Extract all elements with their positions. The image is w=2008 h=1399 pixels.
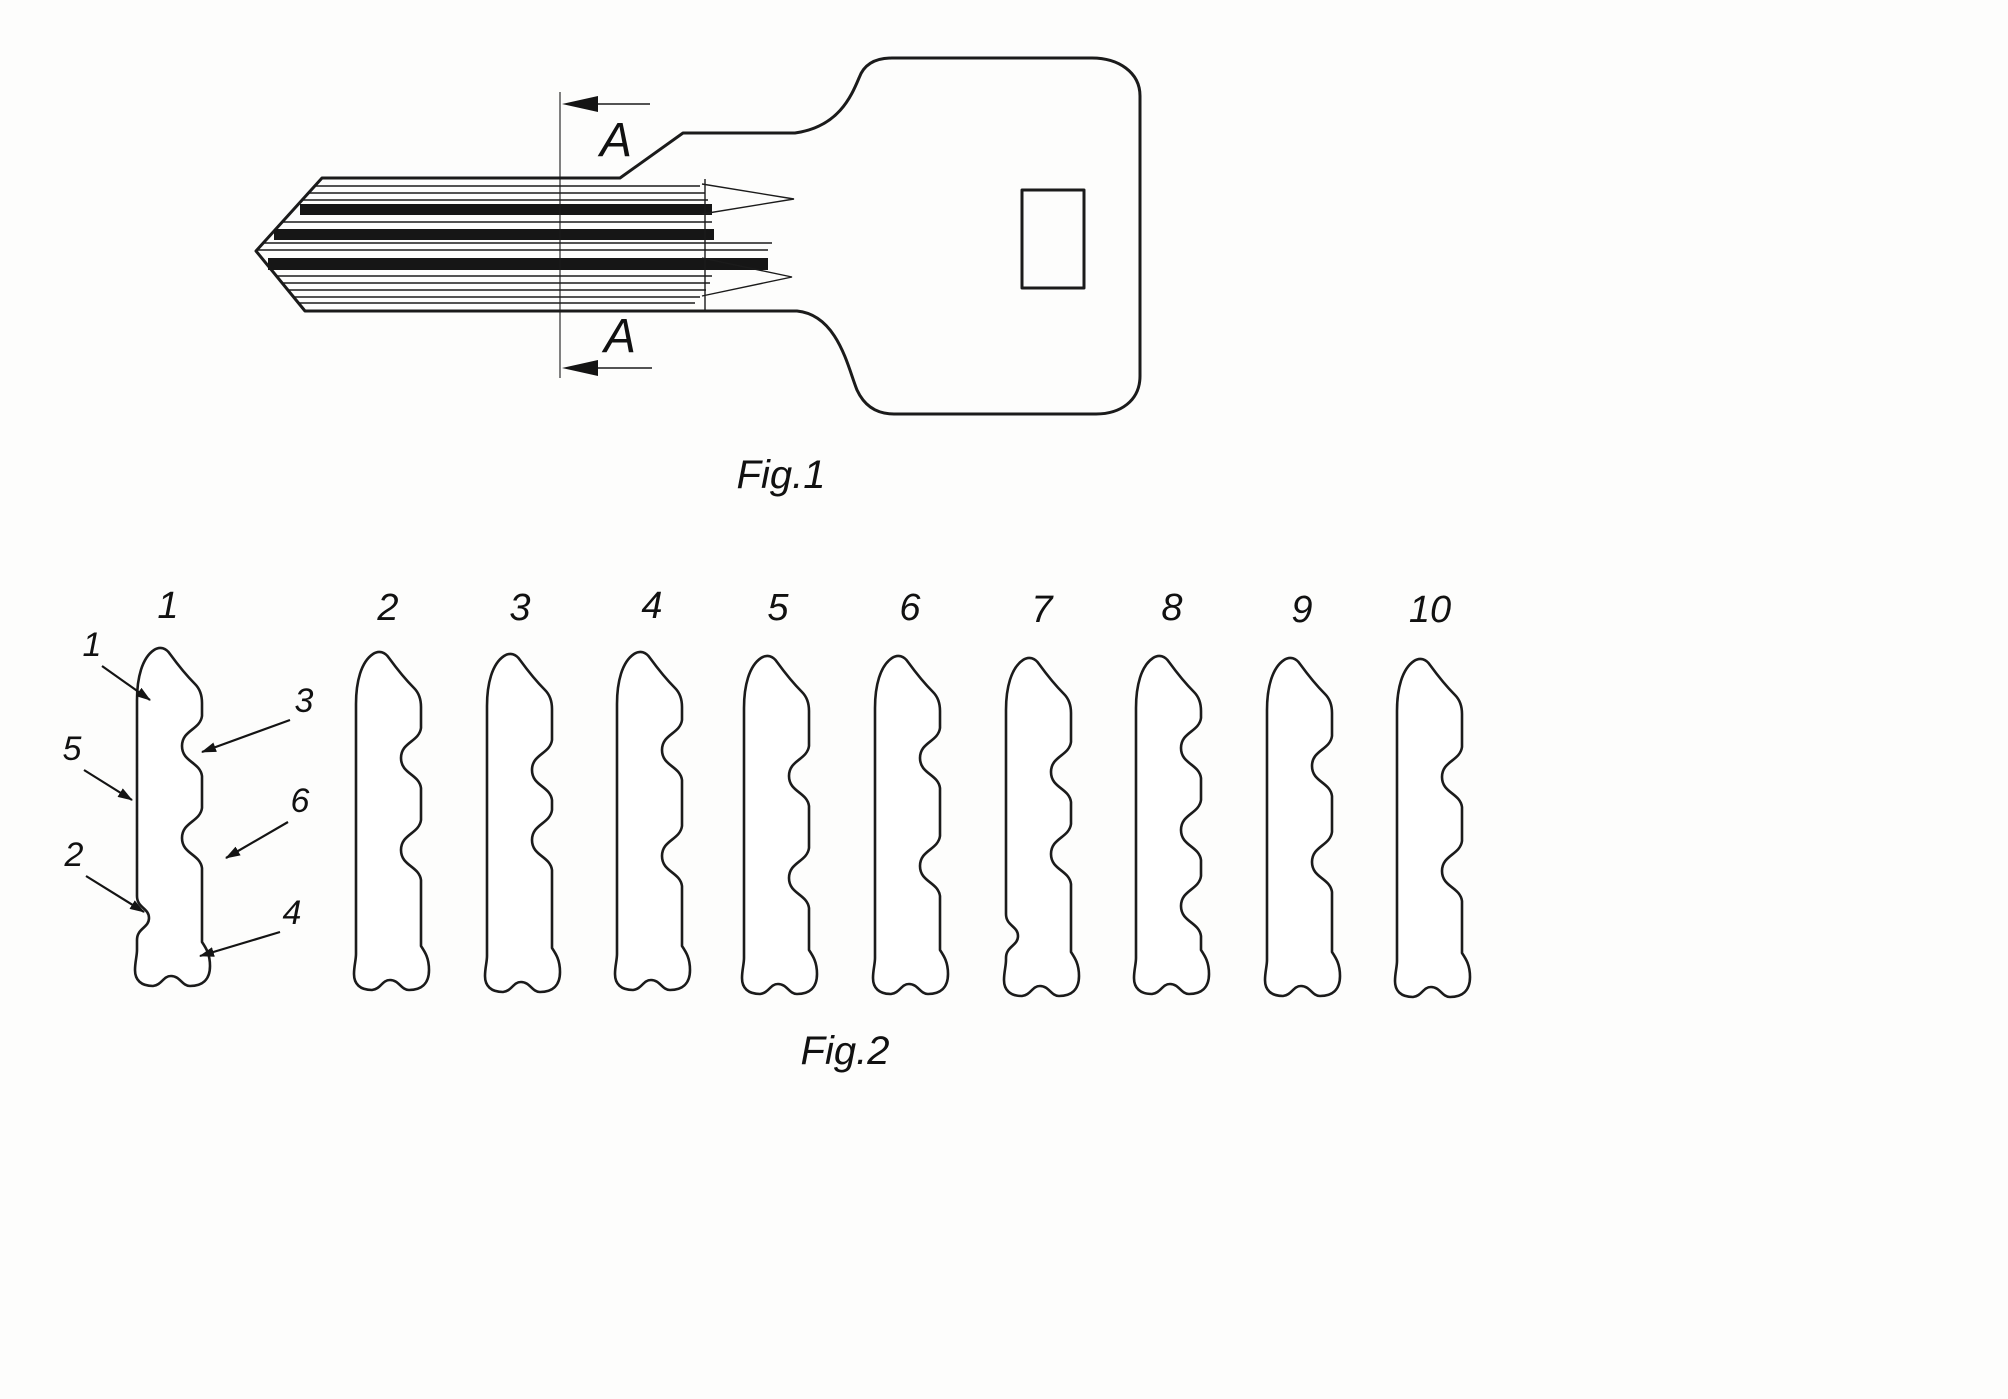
profile-number-5: 5 — [767, 587, 789, 629]
annotation-label-4: 4 — [283, 894, 302, 932]
annotation-arrow-3 — [201, 718, 291, 754]
section-arrow-top-head — [562, 96, 598, 112]
blade-groove-band-3 — [268, 258, 768, 270]
profile-6-outline — [871, 654, 950, 996]
profile-9-outline — [1263, 656, 1342, 998]
blade-prong-bottom — [701, 257, 793, 297]
profile-number-2: 2 — [376, 587, 398, 629]
profile-5-outline — [740, 654, 819, 996]
section-label-bottom: A — [601, 310, 636, 363]
annotation-label-6: 6 — [291, 782, 310, 820]
profile-number-10: 10 — [1409, 589, 1451, 631]
profile-2-outline — [352, 650, 431, 992]
profile-number-3: 3 — [509, 587, 530, 629]
profile-10-outline — [1393, 657, 1472, 999]
fig2-annotations: 1 3 5 6 2 4 — [63, 626, 314, 958]
section-line-AA: A A — [559, 92, 652, 378]
blade-profile-lines — [258, 179, 772, 310]
blade-prong-top — [701, 183, 795, 215]
profile-1-outline — [133, 646, 212, 988]
profile-3-outline — [483, 652, 562, 994]
key-bow-hole — [1020, 188, 1086, 290]
profile-number-7: 7 — [1031, 589, 1054, 631]
profile-number-8: 8 — [1161, 587, 1182, 629]
annotation-arrow-4 — [199, 930, 281, 958]
annotation-arrow-2 — [85, 875, 145, 913]
annotation-arrow-5 — [83, 769, 133, 801]
profile-number-1: 1 — [157, 585, 178, 627]
profile-8-outline — [1132, 654, 1211, 996]
fig2-profile-numbers: 1 2 3 4 5 6 7 8 9 10 — [157, 585, 1451, 631]
blade-groove-band-2 — [274, 229, 714, 240]
section-label-top: A — [597, 114, 632, 167]
fig2-profiles — [133, 646, 1472, 999]
annotation-arrow-1 — [101, 665, 151, 701]
fig1-key-drawing: A A Fig.1 — [254, 56, 1142, 497]
profile-number-4: 4 — [641, 585, 662, 627]
profile-number-6: 6 — [899, 587, 921, 629]
profile-4-outline — [613, 650, 692, 992]
profile-number-9: 9 — [1291, 589, 1312, 631]
key-outline — [254, 56, 1142, 416]
fig2-caption: Fig.2 — [801, 1029, 890, 1073]
fig1-caption: Fig.1 — [737, 453, 826, 497]
annotation-label-3: 3 — [295, 682, 314, 720]
profile-7-outline — [1002, 656, 1081, 998]
annotation-label-2: 2 — [64, 836, 84, 874]
annotation-arrow-6 — [225, 821, 289, 859]
annotation-label-1: 1 — [83, 626, 102, 664]
annotation-label-5: 5 — [63, 730, 82, 768]
blade-groove-band-1 — [300, 204, 712, 215]
section-arrow-bottom-head — [562, 360, 598, 376]
